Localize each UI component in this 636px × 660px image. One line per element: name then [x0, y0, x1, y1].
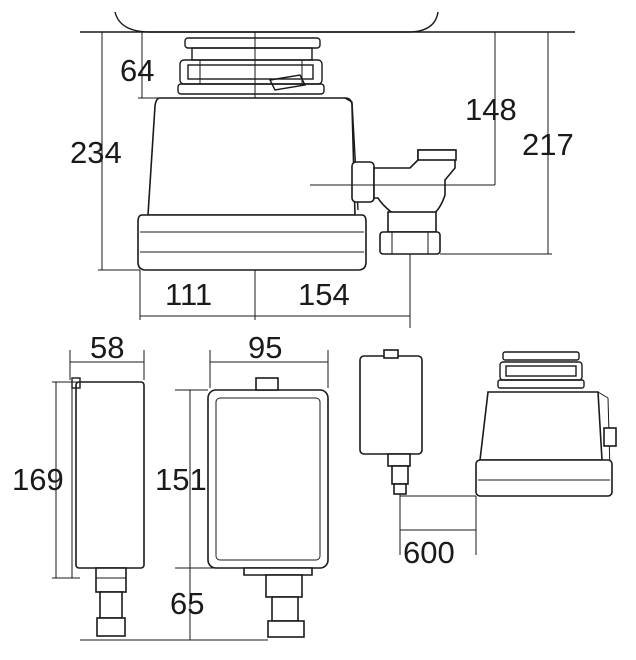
dim-outlet-height: 148 — [465, 92, 517, 127]
dim-overall-height: 234 — [70, 135, 122, 170]
small-disposer — [475, 351, 617, 497]
discharge-outlet — [351, 149, 457, 255]
dim-cable-length: 600 — [403, 535, 455, 570]
dim-flange-height: 64 — [120, 53, 154, 88]
dimension-lines-main — [98, 32, 552, 328]
motor-housing — [137, 97, 367, 271]
cable-length-view: 600 — [359, 349, 617, 570]
dim-box-height: 151 — [155, 462, 207, 497]
switch-side-view: 58 169 — [12, 330, 145, 637]
mounting-flange — [177, 37, 325, 95]
disposer-main-view: 64 234 148 217 111 154 — [70, 11, 575, 328]
dim-box-width: 95 — [248, 330, 282, 365]
dim-switch-height: 169 — [12, 462, 64, 497]
dim-box-bottom-clearance: 65 — [170, 586, 204, 621]
dim-center-to-outlet: 154 — [298, 277, 350, 312]
sink-bowl — [114, 11, 439, 33]
dim-center-to-left: 111 — [165, 277, 212, 312]
box-front-view: 95 151 65 — [80, 330, 329, 641]
dim-waste-height: 217 — [522, 127, 574, 162]
dim-switch-width: 58 — [90, 330, 124, 365]
